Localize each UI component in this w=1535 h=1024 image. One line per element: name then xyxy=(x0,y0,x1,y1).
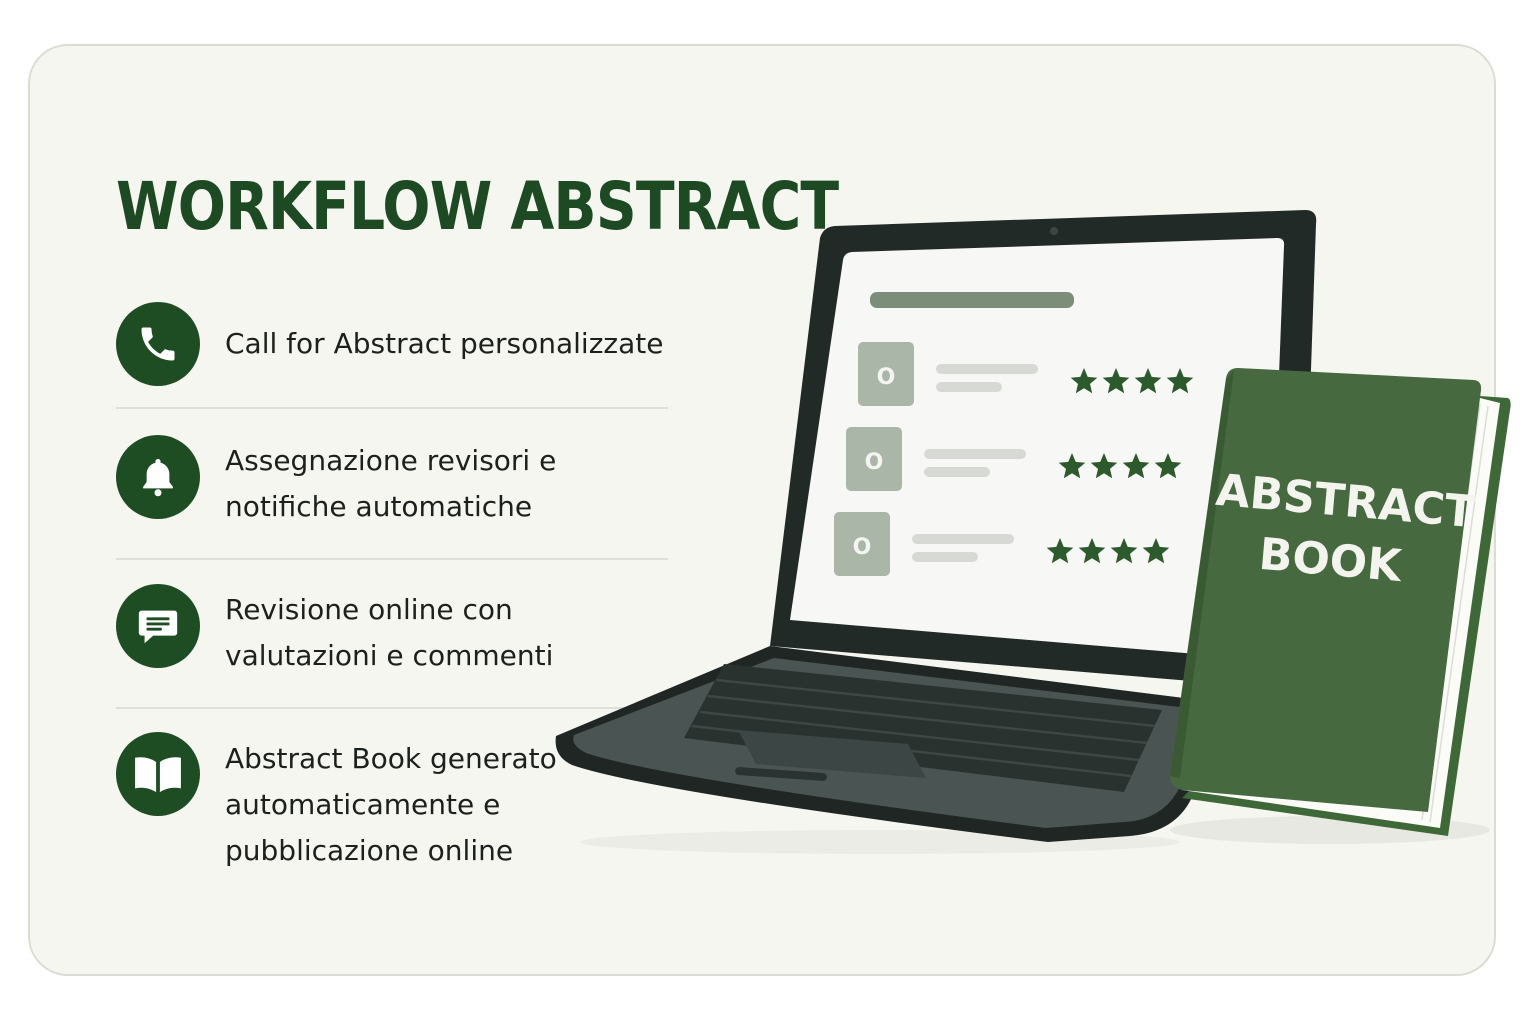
star-icon xyxy=(1122,453,1150,479)
screen-row: O xyxy=(846,427,1182,491)
star-icon xyxy=(1110,538,1138,564)
star-icon xyxy=(1046,538,1074,564)
screen-row-line xyxy=(912,552,978,562)
feature-call-for-abstract: Call for Abstract personalizzate xyxy=(116,302,668,409)
screen-row: O xyxy=(858,342,1194,406)
feature-online-review: Revisione online con valutazioni e comme… xyxy=(116,560,668,709)
screen-row-line xyxy=(936,382,1002,392)
star-icon xyxy=(1090,453,1118,479)
feature-label: Abstract Book generato automaticamente e… xyxy=(225,742,557,867)
screen-row-thumbnail-letter: O xyxy=(853,535,872,560)
star-icon xyxy=(1142,538,1170,564)
screen-row-line xyxy=(924,467,990,477)
laptop-and-book-illustration: O O O ABSTRACT BOOK xyxy=(555,210,1511,854)
page-title: WORKFLOW ABSTRACT xyxy=(116,168,839,245)
chat-icon xyxy=(116,584,200,668)
phone-icon xyxy=(116,302,200,386)
star-icon xyxy=(1166,368,1194,394)
screen-row-line xyxy=(912,534,1014,544)
screen-row-line xyxy=(936,364,1038,374)
star-icon xyxy=(1154,453,1182,479)
feature-label: Call for Abstract personalizzate xyxy=(225,327,664,360)
screen-row-thumbnail-letter: O xyxy=(865,450,884,475)
feature-list: Call for Abstract personalizzate Assegna… xyxy=(116,302,668,889)
screen-row-line xyxy=(924,449,1026,459)
star-icon xyxy=(1102,368,1130,394)
star-icon xyxy=(1058,453,1086,479)
star-icon xyxy=(1134,368,1162,394)
feature-label: Revisione online con valutazioni e comme… xyxy=(225,593,554,672)
laptop-touchpad xyxy=(738,730,926,778)
bell-icon xyxy=(116,435,200,519)
feature-label: Assegnazione revisori e notifiche automa… xyxy=(225,444,557,523)
abstract-book: ABSTRACT BOOK xyxy=(1169,368,1511,836)
webcam-icon xyxy=(1050,227,1058,235)
screen-row: O xyxy=(834,512,1170,576)
screen-review-list: O O O xyxy=(834,342,1194,576)
screen-header-bar xyxy=(870,292,1074,308)
feature-abstract-book: Abstract Book generato automaticamente e… xyxy=(116,709,668,889)
screen-row-thumbnail xyxy=(834,512,890,576)
laptop-base xyxy=(555,646,1200,842)
book-title-line-2: BOOK xyxy=(1257,529,1405,592)
screen-row-thumbnail-letter: O xyxy=(877,365,896,390)
screen-row-thumbnail xyxy=(846,427,902,491)
open-book-icon xyxy=(116,732,200,816)
feature-reviewer-assignment: Assegnazione revisori e notifiche automa… xyxy=(116,409,668,560)
screen-row-thumbnail xyxy=(858,342,914,406)
star-icon xyxy=(1070,368,1098,394)
laptop-screen: O O O xyxy=(770,210,1317,690)
star-icon xyxy=(1078,538,1106,564)
